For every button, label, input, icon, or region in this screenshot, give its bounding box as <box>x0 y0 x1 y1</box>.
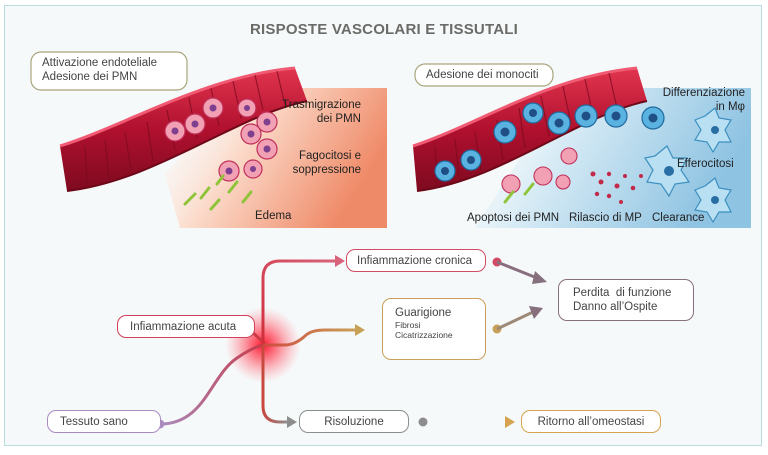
acute-inflammation-box: Infiammazione acuta <box>117 315 255 338</box>
macrophage-differentiation-label: Differenziazione in Mφ <box>662 87 745 113</box>
endothelial-activation-box: Attivazione endoteliale Adesione dei PMN <box>32 53 186 89</box>
diagram-graphics <box>30 51 751 429</box>
healing-scarring: Cicatrizzazione <box>395 330 453 340</box>
healing-fibrosis: Fibrosi <box>395 320 421 330</box>
healthy-tissue-box: Tessuto sano <box>47 410 161 433</box>
pmn-adhesion-label: Adesione dei PMN <box>42 71 138 83</box>
line-healing-to-loss <box>496 310 534 331</box>
healing-box: Guarigione Fibrosi Cicatrizzazione <box>382 298 486 360</box>
right-box-border <box>414 63 554 87</box>
figure-title: RISPOSTE VASCOLARI E TISSUTALI <box>250 21 518 38</box>
edema-label: Edema <box>255 210 292 222</box>
host-damage-label: Danno all’Ospite <box>573 301 658 313</box>
arrow-healing-to-loss <box>529 306 543 319</box>
line-to-chronic <box>261 259 335 345</box>
homeostasis-box: Ritorno all’omeostasi <box>521 410 661 433</box>
healing-title: Guarigione <box>395 307 452 319</box>
loss-of-function-box: Perdita di funzione Danno all’Ospite <box>558 279 694 321</box>
right-microparticles <box>590 171 643 204</box>
endothelial-activation-label: Attivazione endoteliale <box>42 57 158 69</box>
left-pmn-cells <box>164 97 278 182</box>
loss-of-function-label: Perdita di funzione <box>573 287 672 299</box>
line-chronic-to-loss <box>496 260 538 280</box>
right-bacteria <box>503 182 535 204</box>
pmn-apoptosis-label: Apoptosi dei PMN <box>467 212 560 224</box>
right-macrophages <box>644 107 732 224</box>
figure-frame: RISPOSTE VASCOLARI E TISSUTALI <box>4 5 762 446</box>
left-box-border <box>30 51 188 91</box>
line-healthy-to-acute <box>159 343 264 426</box>
pmn-transmigration-label: Trasmigrazione dei PMN <box>282 99 361 125</box>
efferocytosis-label: Efferocitosi <box>677 158 734 170</box>
right-monocytes <box>434 102 665 182</box>
arrow-to-resolution <box>287 416 297 428</box>
arrow-chronic-to-loss <box>532 271 547 284</box>
chronic-inflammation-box: Infiammazione cronica <box>346 249 486 272</box>
clearance-label: Clearance <box>652 212 705 224</box>
left-bacteria <box>183 174 253 211</box>
line-to-healing <box>263 328 355 347</box>
arrow-to-healing <box>355 324 365 336</box>
arrow-to-chronic <box>335 255 345 267</box>
line-to-resolution <box>261 345 287 424</box>
phagocytosis-label: Fagocitosi e soppressione <box>292 150 361 176</box>
monocyte-adhesion-box: Adesione dei monociti <box>426 69 539 81</box>
mp-release-label: Rilascio di MP <box>569 212 642 224</box>
arrow-to-homeostasis <box>505 416 515 428</box>
resolution-box: Risoluzione <box>299 410 409 433</box>
